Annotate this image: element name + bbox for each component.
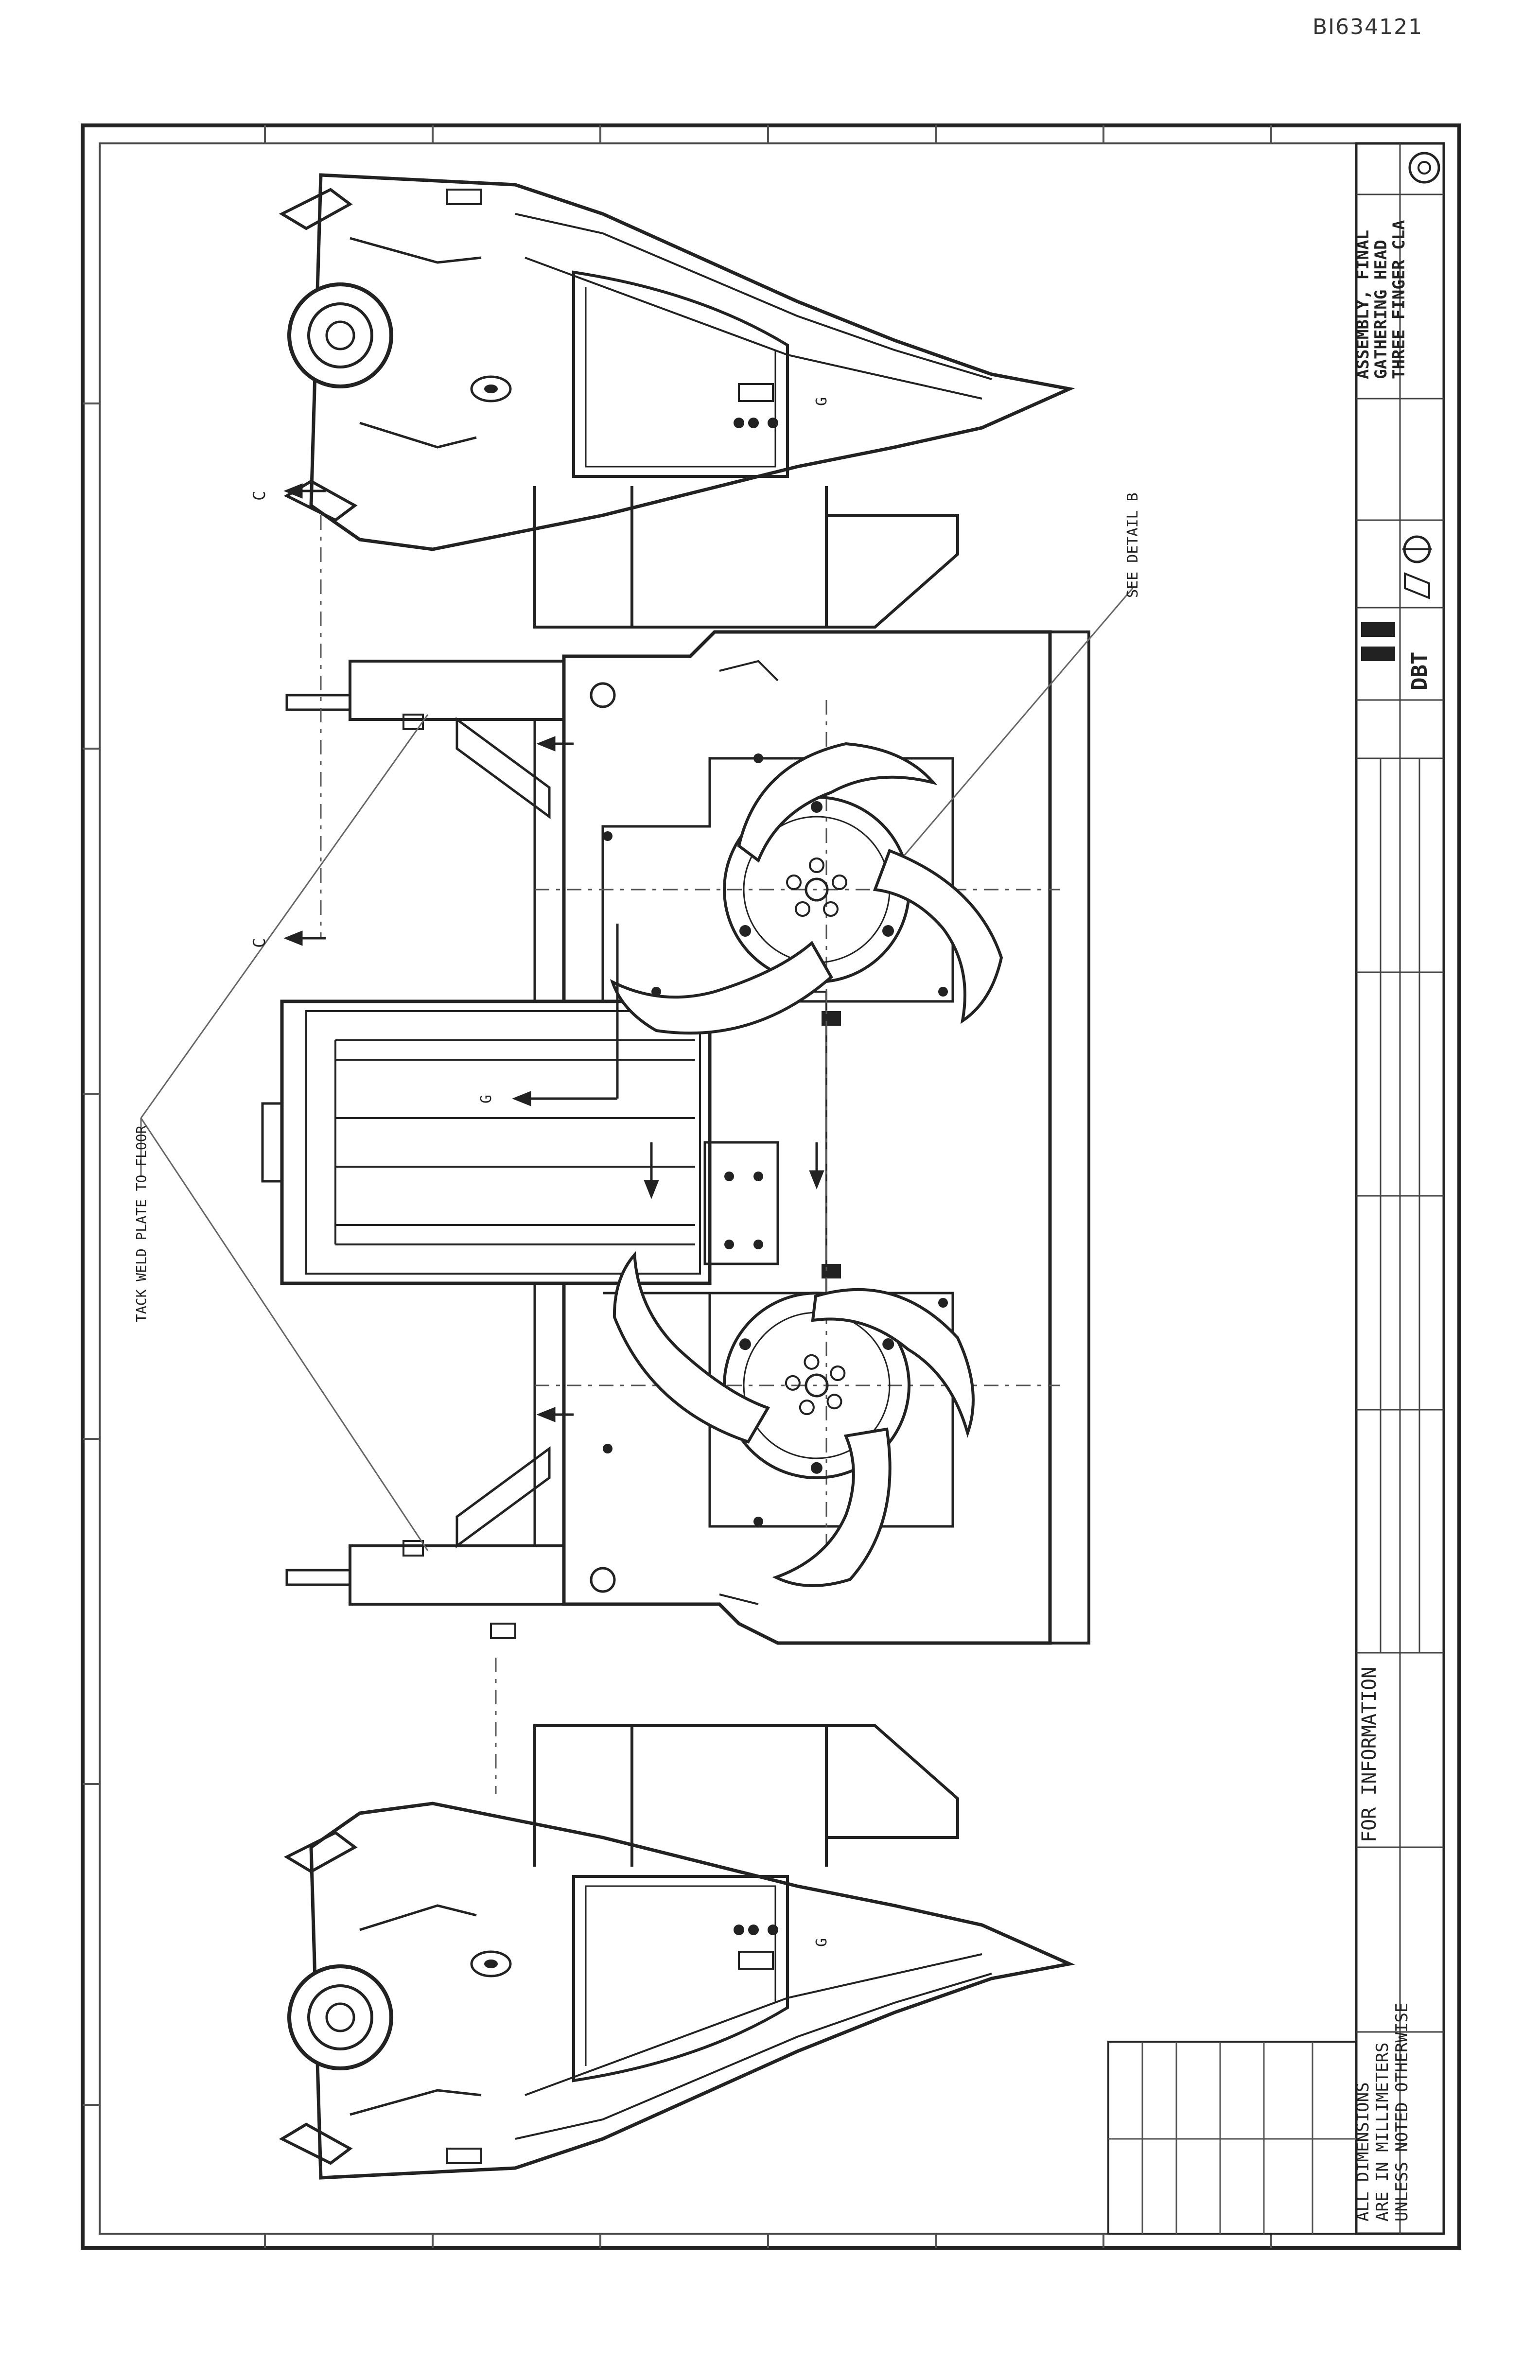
marker-g-bottom: G <box>813 1938 830 1947</box>
title-line-1: ASSEMBLY, FINAL <box>1353 230 1373 379</box>
section-label-c-top: C <box>250 491 269 501</box>
side-view-top <box>282 175 1069 627</box>
dimensions-note-2: ARE IN MILLIMETERS <box>1373 2043 1392 2222</box>
title-line-2: GATHERING HEAD <box>1371 240 1391 379</box>
info-stamp: FOR INFORMATION <box>1358 1667 1381 1842</box>
company-logo-text: DBT <box>1407 652 1432 690</box>
marker-g-mid: G <box>478 1095 495 1103</box>
marker-g-top: G <box>813 397 830 406</box>
plan-view <box>140 483 1134 1794</box>
dimensions-note-3: UNLESS NOTED OTHERWISE <box>1392 2003 1412 2222</box>
title-line-3: THREE FINGER CLA <box>1389 220 1409 379</box>
see-detail-label: SEE DETAIL B <box>1124 492 1141 598</box>
dimensions-note-1: ALL DIMENSIONS <box>1353 2082 1373 2222</box>
document-id: BI634121 <box>1312 15 1423 39</box>
side-view-bottom <box>282 1726 1069 2178</box>
weld-note-label: TACK WELD PLATE TO FLOOR <box>133 1125 149 1322</box>
title-block: ASSEMBLY, FINAL GATHERING HEAD THREE FIN… <box>1107 142 1445 2235</box>
section-label-c-mid: C <box>250 938 269 948</box>
